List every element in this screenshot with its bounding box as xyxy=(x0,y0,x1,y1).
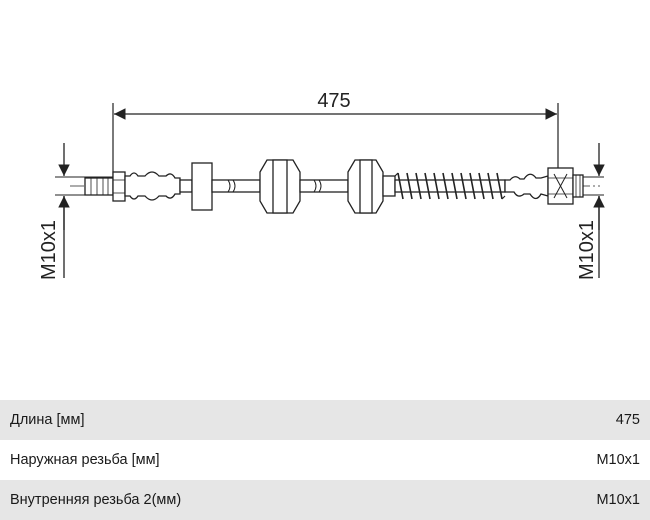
hose-segment xyxy=(179,179,193,193)
spec-value: M10x1 xyxy=(596,492,640,508)
spec-label: Внутренняя резьба 2(мм) xyxy=(10,492,182,508)
right-thread-label: M10x1 xyxy=(576,220,598,280)
spec-row-external-thread: Наружная резьба [мм] M10x1 xyxy=(0,440,650,480)
grommet-center xyxy=(359,159,373,214)
spec-label: Наружная резьба [мм] xyxy=(10,452,160,468)
break-mark xyxy=(313,179,322,193)
spec-table: Длина [мм] 475 Наружная резьба [мм] M10x… xyxy=(0,400,650,520)
hose-clip xyxy=(191,162,213,211)
brake-hose-drawing: 475 M10x1 M10x1 xyxy=(38,90,605,280)
left-crimp-fitting xyxy=(124,171,181,201)
spec-value: 475 xyxy=(615,412,640,428)
right-thread xyxy=(572,174,584,198)
spring-guard-collar xyxy=(382,175,396,197)
spring-coils xyxy=(397,172,503,200)
spec-label: Длина [мм] xyxy=(10,412,85,428)
right-thread-dimension: M10x1 xyxy=(545,143,605,280)
hose-body xyxy=(70,159,600,214)
length-dimension-label: 475 xyxy=(317,90,350,112)
spec-row-length: Длина [мм] 475 xyxy=(0,400,650,440)
left-thread-stub xyxy=(84,177,114,196)
right-crimp-fitting xyxy=(504,173,549,200)
left-hex-nut xyxy=(112,171,126,202)
spec-row-internal-thread: Внутренняя резьба 2(мм) M10x1 xyxy=(0,480,650,520)
spec-value: M10x1 xyxy=(596,452,640,468)
left-thread-label: M10x1 xyxy=(38,220,60,280)
break-mark xyxy=(227,179,236,193)
left-thread-dimension: M10x1 xyxy=(38,143,125,280)
hose-segment xyxy=(211,179,261,193)
technical-drawing-svg: 475 M10x1 M10x1 xyxy=(38,90,605,280)
spring-guard-core xyxy=(394,179,506,193)
length-dimension: 475 xyxy=(112,90,559,180)
grommet-center xyxy=(272,159,288,214)
hose-segment xyxy=(299,179,349,193)
